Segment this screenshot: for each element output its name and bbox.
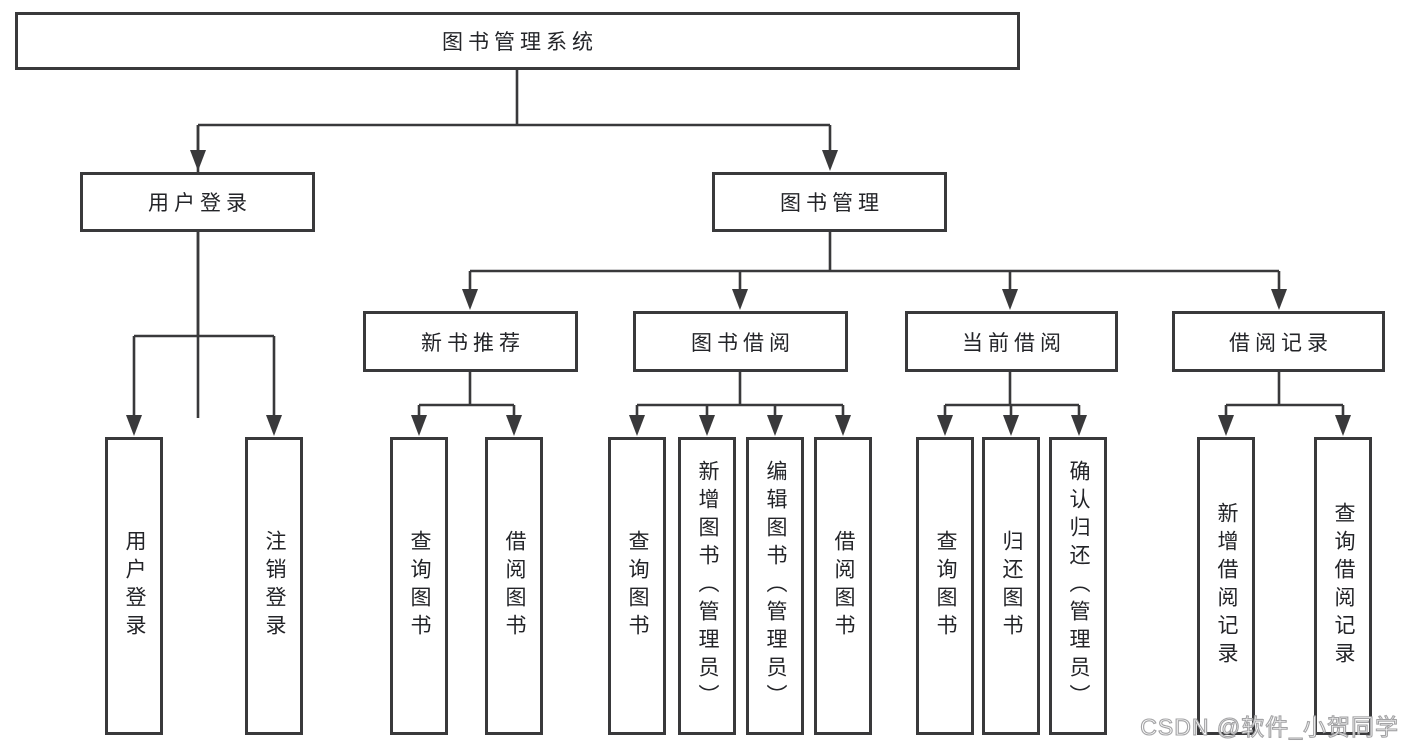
leaf-label: 归还图书 xyxy=(1000,530,1023,642)
leaf-logout: 注销登录 xyxy=(245,437,303,735)
leaf-label: 查询图书 xyxy=(626,530,649,642)
leaf-add-books-admin: 新增图书（管理员） xyxy=(678,437,736,735)
leaf-add-borrow-record: 新增借阅记录 xyxy=(1197,437,1255,735)
leaf-label: 查询图书 xyxy=(408,530,431,642)
node-current-borrowing: 当前借阅 xyxy=(905,311,1118,372)
node-label: 图书借阅 xyxy=(691,331,795,355)
leaf-return-books: 归还图书 xyxy=(982,437,1040,735)
node-label: 用户登录 xyxy=(148,192,252,215)
node-book-management: 图书管理 xyxy=(712,172,947,232)
leaf-label: 新增借阅记录 xyxy=(1215,502,1238,670)
leaf-user-login: 用户登录 xyxy=(105,437,163,735)
leaf-borrow-books: 借阅图书 xyxy=(814,437,872,735)
leaf-label: 编辑图书（管理员） xyxy=(764,460,787,712)
leaf-label: 查询借阅记录 xyxy=(1332,502,1355,670)
leaf-query-books-borrowing: 查询图书 xyxy=(608,437,666,735)
leaf-label: 注销登录 xyxy=(263,530,286,642)
node-book-borrowing: 图书借阅 xyxy=(633,311,848,372)
node-label: 图书管理 xyxy=(780,192,884,215)
leaf-label: 用户登录 xyxy=(123,530,146,642)
leaf-query-books-recommend: 查询图书 xyxy=(390,437,448,735)
node-user-login: 用户登录 xyxy=(80,172,315,232)
leaf-label: 确认归还（管理员） xyxy=(1067,460,1090,712)
leaf-label: 借阅图书 xyxy=(503,530,526,642)
leaf-borrow-books-recommend: 借阅图书 xyxy=(485,437,543,735)
leaf-label: 新增图书（管理员） xyxy=(696,460,719,712)
leaf-query-books-current: 查询图书 xyxy=(916,437,974,735)
node-label: 当前借阅 xyxy=(962,331,1066,355)
leaf-confirm-return-admin: 确认归还（管理员） xyxy=(1049,437,1107,735)
arrowhead-group xyxy=(126,150,1351,436)
leaf-label: 查询图书 xyxy=(934,530,957,642)
leaf-edit-books-admin: 编辑图书（管理员） xyxy=(746,437,804,735)
node-label: 图书管理系统 xyxy=(442,31,598,54)
node-borrowing-records: 借阅记录 xyxy=(1172,311,1385,372)
leaf-query-borrow-record: 查询借阅记录 xyxy=(1314,437,1372,735)
node-root-system: 图书管理系统 xyxy=(15,12,1020,70)
leaf-label: 借阅图书 xyxy=(832,530,855,642)
node-label: 借阅记录 xyxy=(1229,331,1333,355)
node-label: 新书推荐 xyxy=(421,331,525,355)
node-new-book-recommend: 新书推荐 xyxy=(363,311,578,372)
